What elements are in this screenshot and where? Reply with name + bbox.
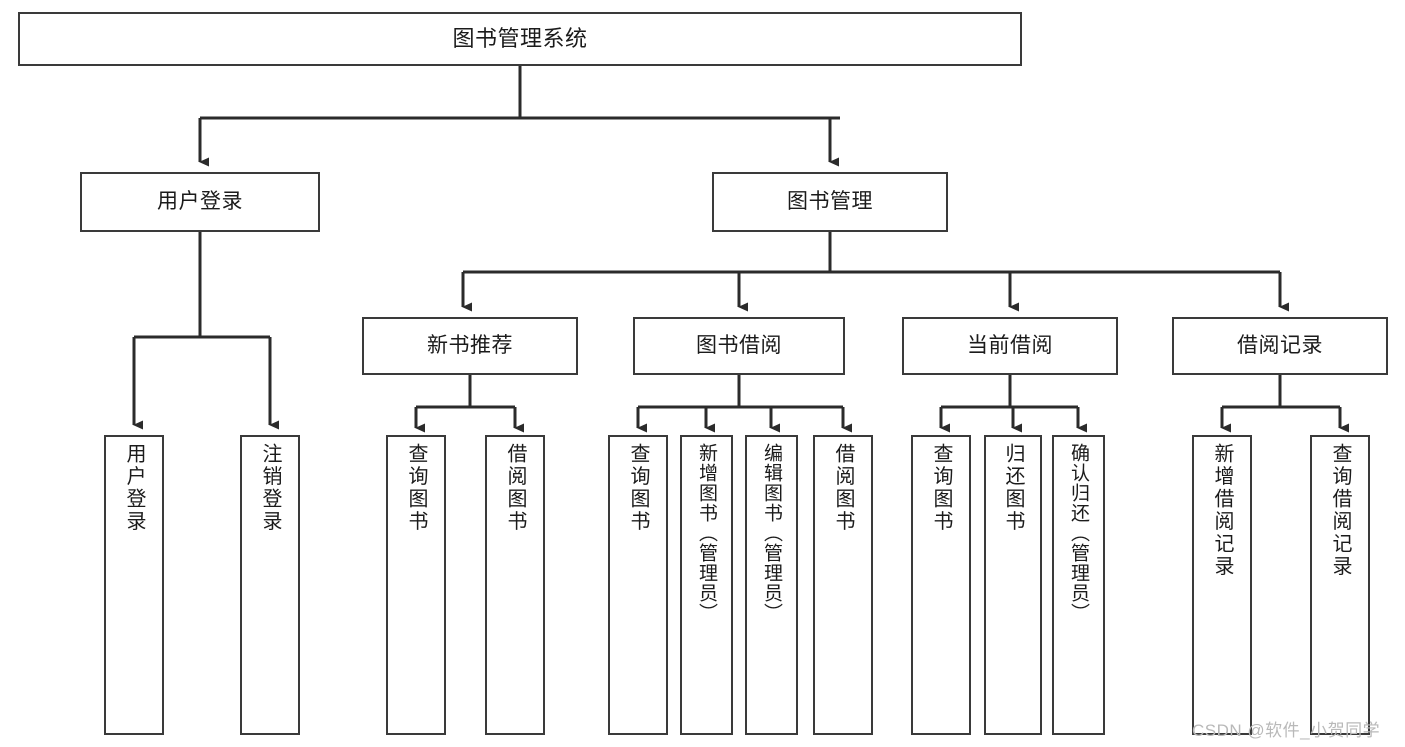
node-leaf-query-book-borrow[interactable]: 查询图书 [608, 435, 668, 735]
node-user-login-label: 用户登录 [157, 190, 243, 214]
node-leaf-query-record[interactable]: 查询借阅记录 [1310, 435, 1370, 735]
csdn-watermark: CSDN @软件_小贺同学 [1192, 721, 1381, 740]
node-leaf-borrow-book-label: 借阅图书 [832, 443, 854, 533]
node-leaf-user-login[interactable]: 用户登录 [104, 435, 164, 735]
node-leaf-user-logout-label: 注销登录 [259, 443, 281, 533]
node-leaf-edit-book-label: 编辑图书（管理员） [761, 443, 782, 623]
node-leaf-edit-book[interactable]: 编辑图书（管理员） [745, 435, 798, 735]
node-new-book-rec-label: 新书推荐 [427, 334, 513, 358]
node-leaf-query-record-label: 查询借阅记录 [1329, 443, 1351, 578]
node-user-login[interactable]: 用户登录 [80, 172, 320, 232]
node-leaf-confirm-return-label: 确认归还（管理员） [1068, 443, 1089, 623]
node-book-manage[interactable]: 图书管理 [712, 172, 948, 232]
node-new-book-rec[interactable]: 新书推荐 [362, 317, 578, 375]
node-leaf-query-book-rec[interactable]: 查询图书 [386, 435, 446, 735]
node-book-manage-label: 图书管理 [787, 190, 873, 214]
node-borrow-record-label: 借阅记录 [1237, 334, 1323, 358]
node-leaf-borrow-book[interactable]: 借阅图书 [813, 435, 873, 735]
node-book-borrow-label: 图书借阅 [696, 334, 782, 358]
node-book-borrow[interactable]: 图书借阅 [633, 317, 845, 375]
node-borrow-record[interactable]: 借阅记录 [1172, 317, 1388, 375]
node-leaf-query-book-cur-label: 查询图书 [930, 443, 952, 533]
node-leaf-user-login-label: 用户登录 [123, 443, 145, 533]
node-leaf-add-record[interactable]: 新增借阅记录 [1192, 435, 1252, 735]
node-leaf-add-record-label: 新增借阅记录 [1211, 443, 1233, 578]
node-leaf-return-book[interactable]: 归还图书 [984, 435, 1042, 735]
node-root-label: 图书管理系统 [452, 25, 588, 51]
node-leaf-query-book-rec-label: 查询图书 [405, 443, 427, 533]
node-current-borrow[interactable]: 当前借阅 [902, 317, 1118, 375]
node-current-borrow-label: 当前借阅 [967, 334, 1053, 358]
node-root[interactable]: 图书管理系统 [18, 12, 1022, 66]
node-leaf-return-book-label: 归还图书 [1002, 443, 1024, 533]
node-leaf-add-book-label: 新增图书（管理员） [696, 443, 717, 623]
node-leaf-query-book-cur[interactable]: 查询图书 [911, 435, 971, 735]
node-leaf-confirm-return[interactable]: 确认归还（管理员） [1052, 435, 1105, 735]
node-leaf-query-book-borrow-label: 查询图书 [627, 443, 649, 533]
node-leaf-borrow-book-rec[interactable]: 借阅图书 [485, 435, 545, 735]
node-leaf-borrow-book-rec-label: 借阅图书 [504, 443, 526, 533]
node-leaf-add-book[interactable]: 新增图书（管理员） [680, 435, 733, 735]
node-leaf-user-logout[interactable]: 注销登录 [240, 435, 300, 735]
